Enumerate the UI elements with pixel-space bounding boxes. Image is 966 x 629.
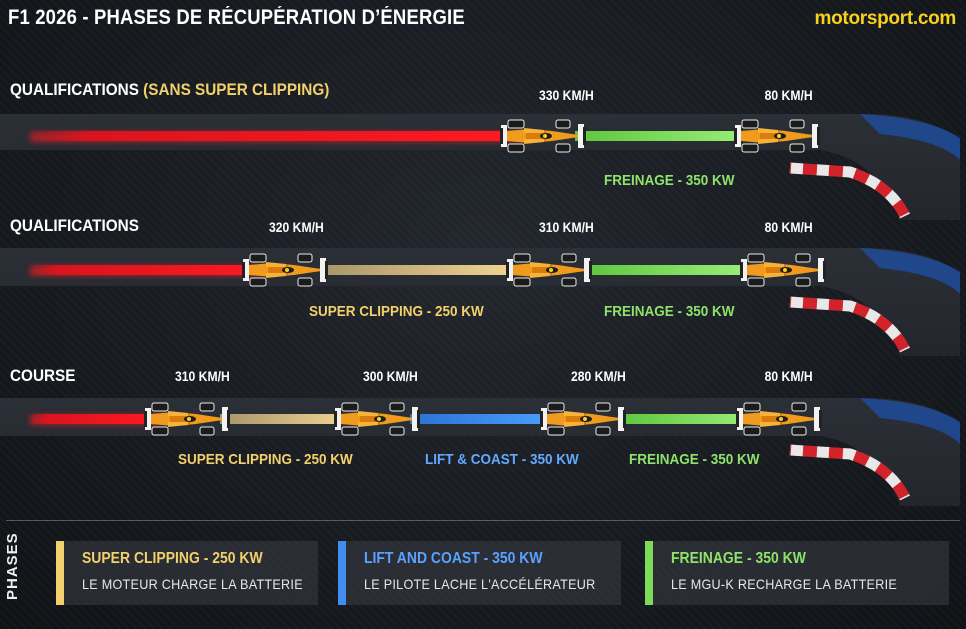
row-2-speed-2: 310 KM/H	[539, 220, 594, 235]
legend-title: SUPER CLIPPING - 250 KW	[82, 550, 263, 567]
row-1-label-braking: FREINAGE - 350 KW	[604, 172, 735, 189]
row-3-lift-bar	[410, 414, 555, 424]
row-2-road	[0, 248, 960, 356]
row-3-road	[0, 398, 960, 506]
brand-logo[interactable]: motorsport.com	[814, 8, 957, 29]
phases-side-label: PHASES	[4, 532, 21, 600]
divider	[6, 520, 960, 521]
row-3-clipping-bar	[220, 414, 350, 424]
row-1-braking-bar	[575, 131, 755, 141]
row-2-label-clipping: SUPER CLIPPING - 250 KW	[309, 303, 484, 320]
row-3-label-clipping: SUPER CLIPPING - 250 KW	[178, 451, 353, 468]
row-3-speed-2: 300 KM/H	[363, 369, 418, 384]
row-3-speed-4: 80 KM/H	[764, 369, 813, 384]
row-3-title: COURSE	[10, 366, 76, 385]
row-3-label-lift: LIFT & COAST - 350 KW	[425, 451, 579, 468]
legend-desc: LE MOTEUR CHARGE LA BATTERIE	[82, 576, 303, 592]
row-2-clipping-bar	[320, 265, 515, 275]
legend-title: FREINAGE - 350 KW	[671, 550, 806, 567]
row-2-braking-bar	[585, 265, 755, 275]
row-3-label-braking: FREINAGE - 350 KW	[629, 451, 760, 468]
legend-item-super-clipping: SUPER CLIPPING - 250 KW LE MOTEUR CHARGE…	[56, 541, 318, 605]
row-1-power-bar	[30, 131, 520, 141]
row-3-power-bar	[30, 414, 160, 424]
page-title: F1 2026 - PHASES DE RÉCUPÉRATION D’ÉNERG…	[8, 6, 465, 29]
legend-swatch-yellow	[56, 541, 64, 605]
row-1-speed-2: 80 KM/H	[764, 88, 813, 103]
row-3-braking-bar	[620, 414, 755, 424]
row-2-title: QUALIFICATIONS	[10, 216, 139, 235]
legend-item-freinage: FREINAGE - 350 KW LE MGU-K RECHARGE LA B…	[645, 541, 949, 605]
row-2-track	[0, 248, 960, 356]
legend-swatch-green	[645, 541, 653, 605]
row-2-power-bar	[30, 265, 260, 275]
row-2-label-braking: FREINAGE - 350 KW	[604, 303, 735, 320]
row-3-speed-3: 280 KM/H	[571, 369, 626, 384]
row-2-speed-1: 320 KM/H	[269, 220, 324, 235]
row-1-title-main: QUALIFICATIONS	[10, 80, 139, 99]
legend-title: LIFT AND COAST - 350 KW	[364, 550, 543, 567]
legend-item-lift-and-coast: LIFT AND COAST - 350 KW LE PILOTE LACHE …	[338, 541, 621, 605]
row-1-track	[0, 114, 960, 220]
row-3-speed-1: 310 KM/H	[175, 369, 230, 384]
legend-desc: LE PILOTE LACHE L'ACCÉLÉRATEUR	[364, 576, 596, 592]
row-1-speed-1: 330 KM/H	[539, 88, 594, 103]
row-3-track	[0, 398, 960, 506]
row-1-title-accent: (SANS SUPER CLIPPING)	[143, 80, 330, 99]
legend-swatch-blue	[338, 541, 346, 605]
row-1-title: QUALIFICATIONS (SANS SUPER CLIPPING)	[10, 80, 329, 100]
row-2-speed-3: 80 KM/H	[764, 220, 813, 235]
legend-desc: LE MGU-K RECHARGE LA BATTERIE	[671, 576, 898, 592]
